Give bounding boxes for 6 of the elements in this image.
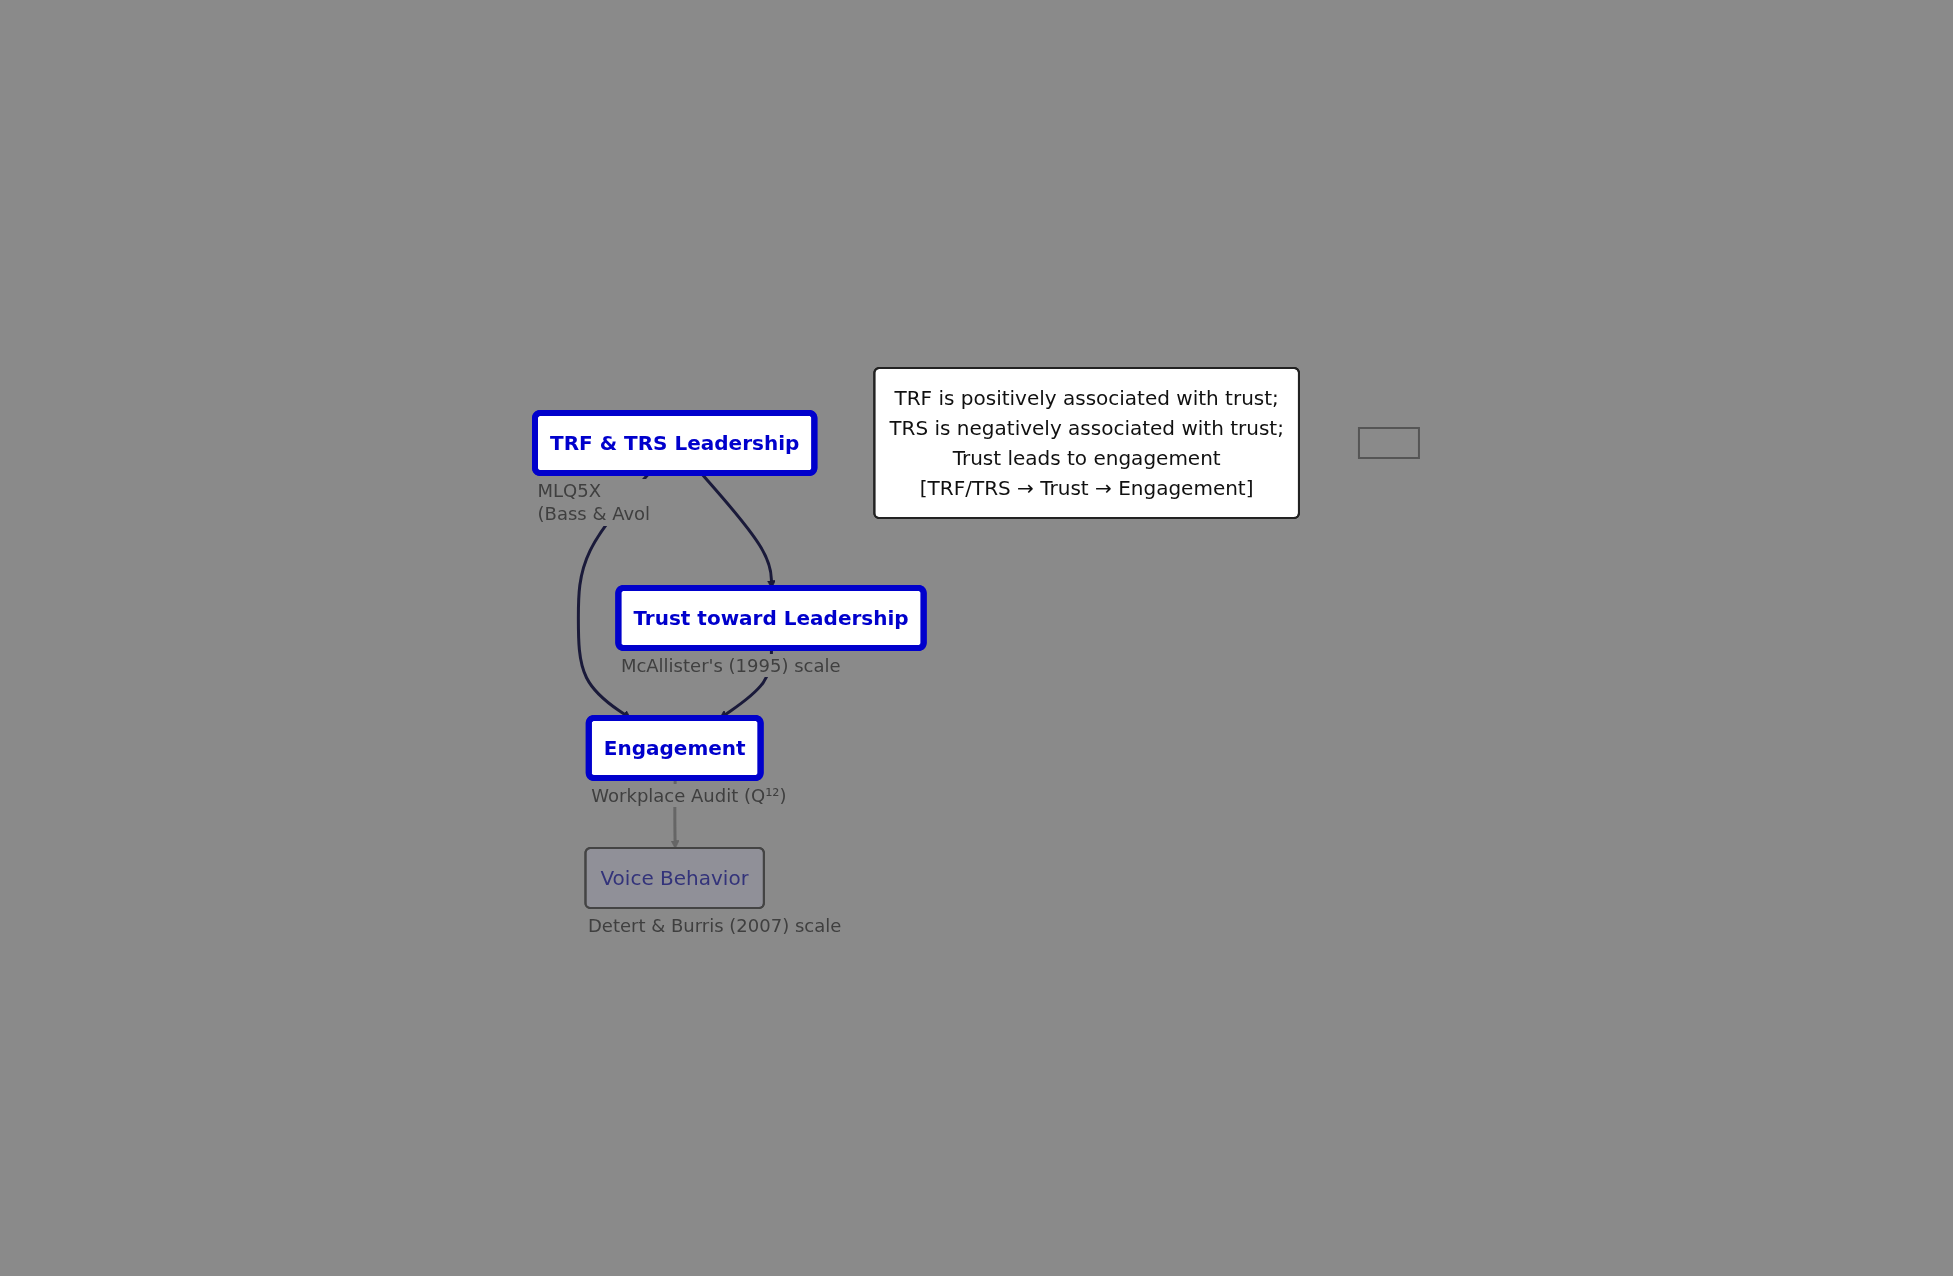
annotation-text: MLQ5X — [537, 479, 603, 503]
annotation-text: (Bass & Avol — [537, 502, 651, 526]
node-box — [1357, 427, 1420, 459]
annotation-text: Workplace Audit (Q¹²) — [591, 784, 787, 808]
annotation-text: Detert & Burris (2007) scale — [588, 914, 842, 938]
annotation-text: McAllister's (1995) scale — [620, 654, 841, 678]
